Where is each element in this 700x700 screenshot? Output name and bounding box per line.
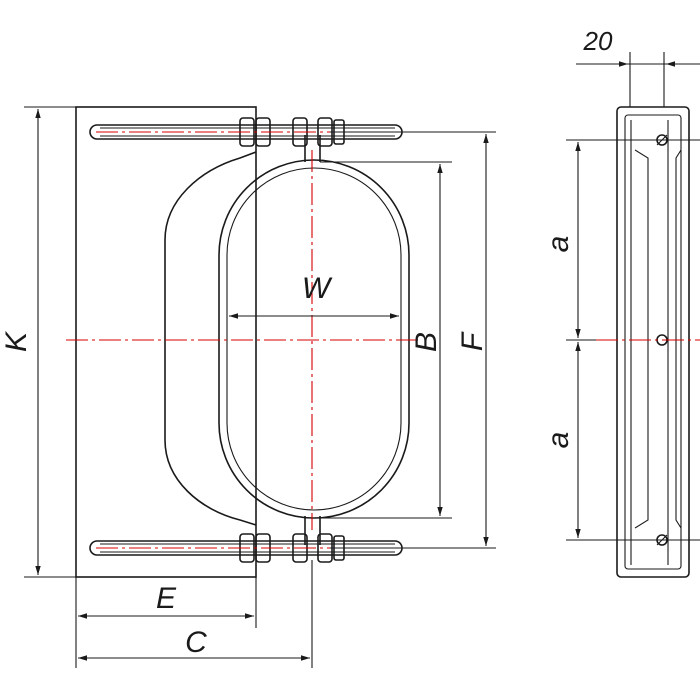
dim-label-w: W xyxy=(302,272,333,305)
clamp-ear-bottom xyxy=(304,516,321,545)
clamp-band-outer xyxy=(218,159,410,519)
dim-label-thickness: 20 xyxy=(583,26,613,56)
saddle-outer xyxy=(164,151,257,526)
dim-label-a-top: a xyxy=(542,236,575,253)
dim-label-k: K xyxy=(0,330,33,352)
side-plate-outer xyxy=(616,106,690,578)
side-band-profile xyxy=(634,149,682,529)
dim-label-e: E xyxy=(156,582,177,615)
clamp-band-inner xyxy=(226,167,402,511)
front-view: K B F W E C xyxy=(0,106,496,668)
dim-label-b: B xyxy=(410,332,443,352)
side-view: a a 20 xyxy=(542,26,700,578)
dim-label-a-bottom: a xyxy=(542,432,575,449)
side-plate-inner xyxy=(624,114,682,570)
dim-label-f: F xyxy=(456,331,489,351)
dim-label-c: C xyxy=(185,626,207,659)
mounting-plate xyxy=(75,106,257,578)
